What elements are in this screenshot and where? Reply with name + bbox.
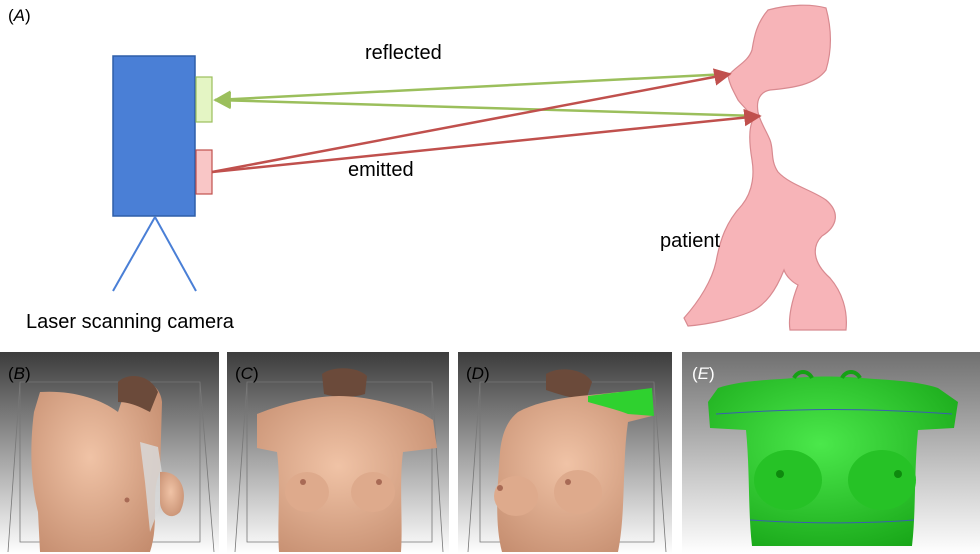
panel-b-tag: (B) [8, 364, 31, 384]
emitted-label: emitted [348, 159, 414, 182]
panel-d-tag: (D) [466, 364, 490, 384]
camera-body [113, 56, 195, 216]
reflected-beam-lower [215, 100, 758, 116]
panel-a-tag: (A) [8, 6, 31, 26]
tripod-leg-right [155, 217, 196, 291]
scan-panel-c: (C) [227, 352, 449, 554]
panel-c-tag: (C) [235, 364, 259, 384]
reflected-label: reflected [365, 42, 442, 65]
scan-panel-b: (B) [0, 352, 219, 554]
scan-panel-d: (D) [458, 352, 672, 554]
emitted-beam-upper [212, 74, 730, 172]
emitted-beam-lower [212, 116, 760, 172]
tripod-leg-left [113, 217, 155, 291]
reflected-beam-upper [215, 74, 728, 100]
panel-e-tag: (E) [692, 364, 715, 384]
patient-label: patient [660, 230, 720, 253]
receiver-lens [196, 77, 212, 122]
scan-panel-e: (E) [682, 352, 980, 554]
laser-scanning-camera [113, 56, 212, 291]
emitter-lens [196, 150, 212, 194]
laser-scanning-diagram [0, 0, 980, 345]
patient-silhouette [684, 5, 846, 330]
camera-label: Laser scanning camera [26, 311, 234, 334]
